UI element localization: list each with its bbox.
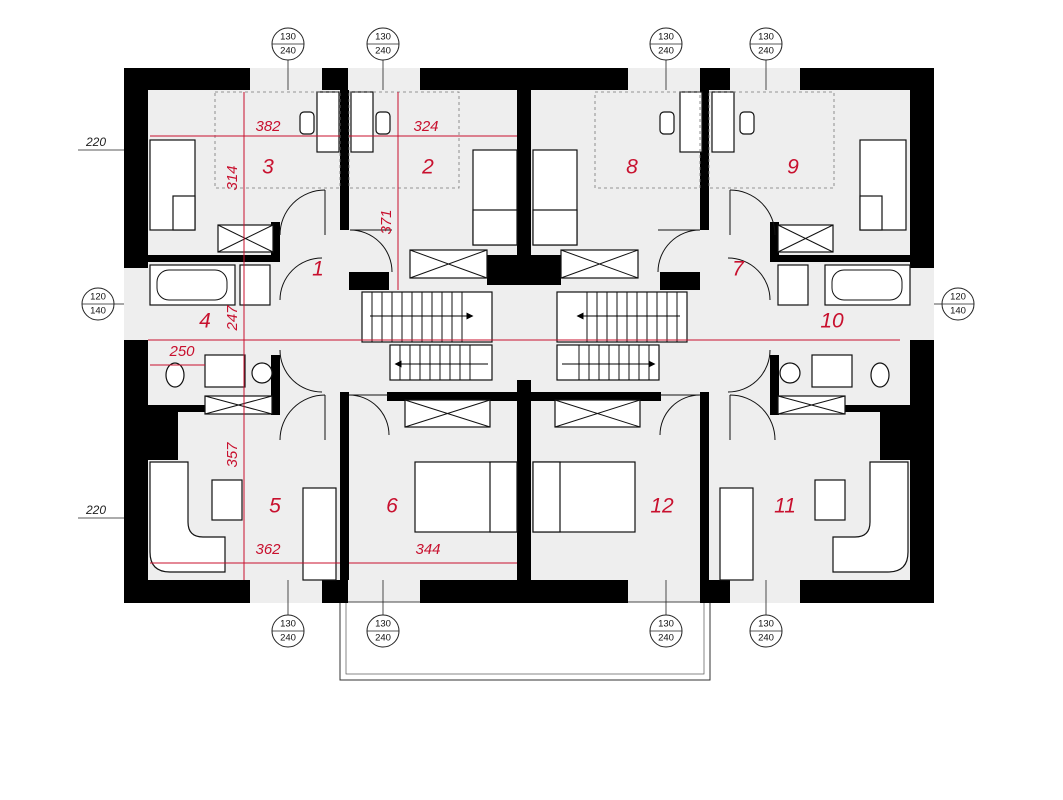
svg-text:240: 240 [758,633,774,644]
door-swings [279,189,776,441]
window-marker: 120 140 [934,287,975,321]
room-number: 9 [787,156,799,179]
window-marker: 120 140 [81,287,124,321]
window-marker: 130 240 [649,580,683,648]
svg-text:240: 240 [658,633,674,644]
svg-text:120: 120 [950,292,966,303]
room-number: 10 [820,310,844,333]
svg-text:130: 130 [658,32,674,43]
bathrooms [149,264,911,388]
svg-text:140: 140 [950,306,966,317]
dimension-lines [148,92,900,580]
stairs-left [361,291,493,381]
svg-text:240: 240 [658,46,674,57]
dashed-zones [214,91,835,189]
window-marker: 130 240 [271,580,305,648]
dimension-label: 357 [224,442,241,468]
dimension-label: 344 [415,541,440,558]
elevation-label: 220 [85,135,106,149]
room-number: 7 [732,258,745,281]
svg-text:240: 240 [758,46,774,57]
terrace [339,601,711,681]
dimension-label: 247 [224,305,241,332]
svg-text:130: 130 [280,32,296,43]
dimension-label: 314 [224,165,241,190]
svg-text:140: 140 [90,306,106,317]
room-number: 4 [199,310,211,333]
party-wall [487,90,561,580]
svg-text:130: 130 [658,619,674,630]
beds [149,139,907,533]
room-number: 3 [262,156,274,179]
stairs-right [556,291,688,381]
svg-text:240: 240 [375,46,391,57]
window-marker: 130 240 [649,27,683,90]
window-marker: 130 240 [366,580,400,648]
desks [299,91,755,581]
window-marker: 130 240 [366,27,400,90]
room-number: 8 [626,156,638,179]
svg-text:240: 240 [375,633,391,644]
room-number: 1 [312,258,324,281]
room-number: 12 [650,495,674,518]
svg-text:240: 240 [280,46,296,57]
window-marker: 130 240 [749,27,783,90]
room-number: 2 [421,156,434,179]
room-number: 11 [774,495,796,518]
sofas [149,461,909,573]
window-marker: 130 240 [271,27,305,90]
dimension-label: 250 [168,343,195,360]
svg-text:240: 240 [280,633,296,644]
svg-text:130: 130 [758,32,774,43]
elevation-label: 220 [85,503,106,517]
dimension-label: 362 [255,541,281,558]
svg-text:130: 130 [375,619,391,630]
wardrobes [204,224,846,428]
svg-text:130: 130 [280,619,296,630]
room-number: 5 [269,495,281,518]
dimension-label: 324 [413,118,438,135]
room-number: 6 [386,495,398,518]
outer-walls [124,68,934,603]
dimension-label: 382 [255,118,281,135]
svg-text:120: 120 [90,292,106,303]
svg-text:130: 130 [375,32,391,43]
dimension-label: 371 [378,209,395,234]
window-marker: 130 240 [749,580,783,648]
svg-text:130: 130 [758,619,774,630]
